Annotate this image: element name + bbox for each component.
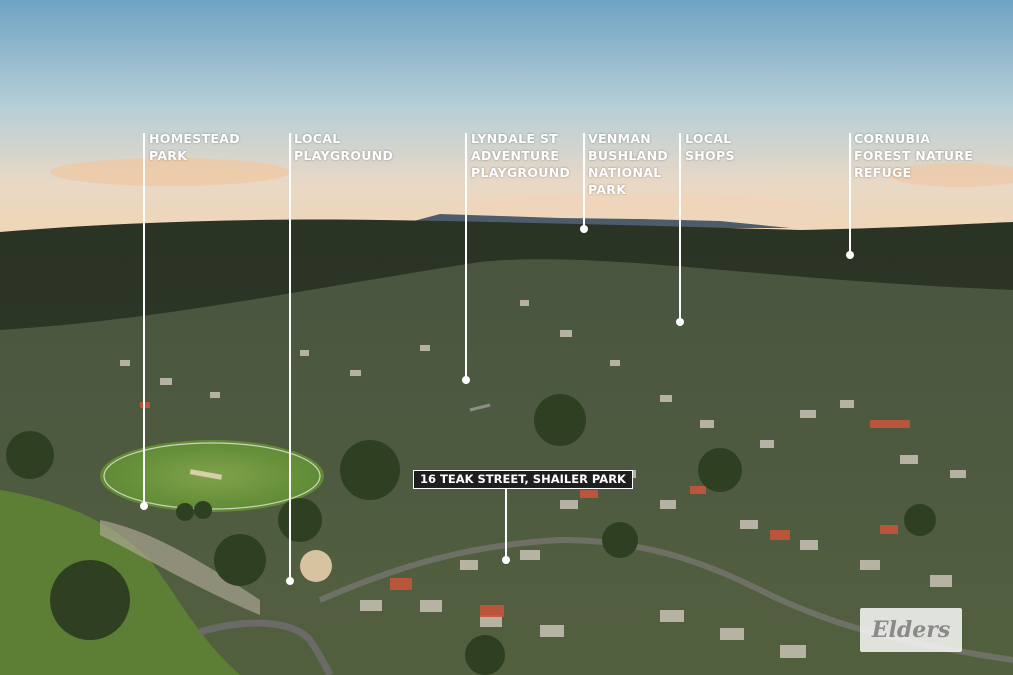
poi-line-homestead — [143, 133, 145, 506]
poi-label-cornubia-refuge: CORNUBIA FOREST NATURE REFUGE — [854, 131, 974, 180]
poi-label-local-shops: LOCAL SHOPS — [685, 131, 735, 163]
poi-marker-cornubia — [846, 251, 854, 259]
elders-logo: Elders — [860, 608, 962, 652]
poi-marker-lyndale — [462, 376, 470, 384]
poi-line-venman — [583, 133, 585, 228]
property-pointer-line — [505, 488, 507, 558]
poi-marker-venman — [580, 225, 588, 233]
poi-label-local-playground: LOCAL PLAYGROUND — [294, 131, 394, 163]
poi-line-local-shops — [679, 133, 681, 321]
property-marker — [502, 556, 510, 564]
property-address-tag: 16 TEAK STREET, SHAILER PARK — [413, 470, 633, 489]
elders-logo-text: Elders — [871, 617, 951, 643]
poi-marker-local-shops — [676, 318, 684, 326]
poi-line-lyndale — [465, 133, 467, 379]
poi-marker-local-playground — [286, 577, 294, 585]
poi-line-local-playground — [289, 133, 291, 581]
poi-label-homestead-park: HOMESTEAD PARK — [149, 131, 240, 163]
poi-marker-homestead — [140, 502, 148, 510]
poi-label-lyndale-playground: LYNDALE ST ADVENTURE PLAYGROUND — [471, 131, 571, 180]
poi-label-venman-bushland: VENMAN BUSHLAND NATIONAL PARK — [588, 131, 669, 197]
poi-line-cornubia — [849, 133, 851, 255]
